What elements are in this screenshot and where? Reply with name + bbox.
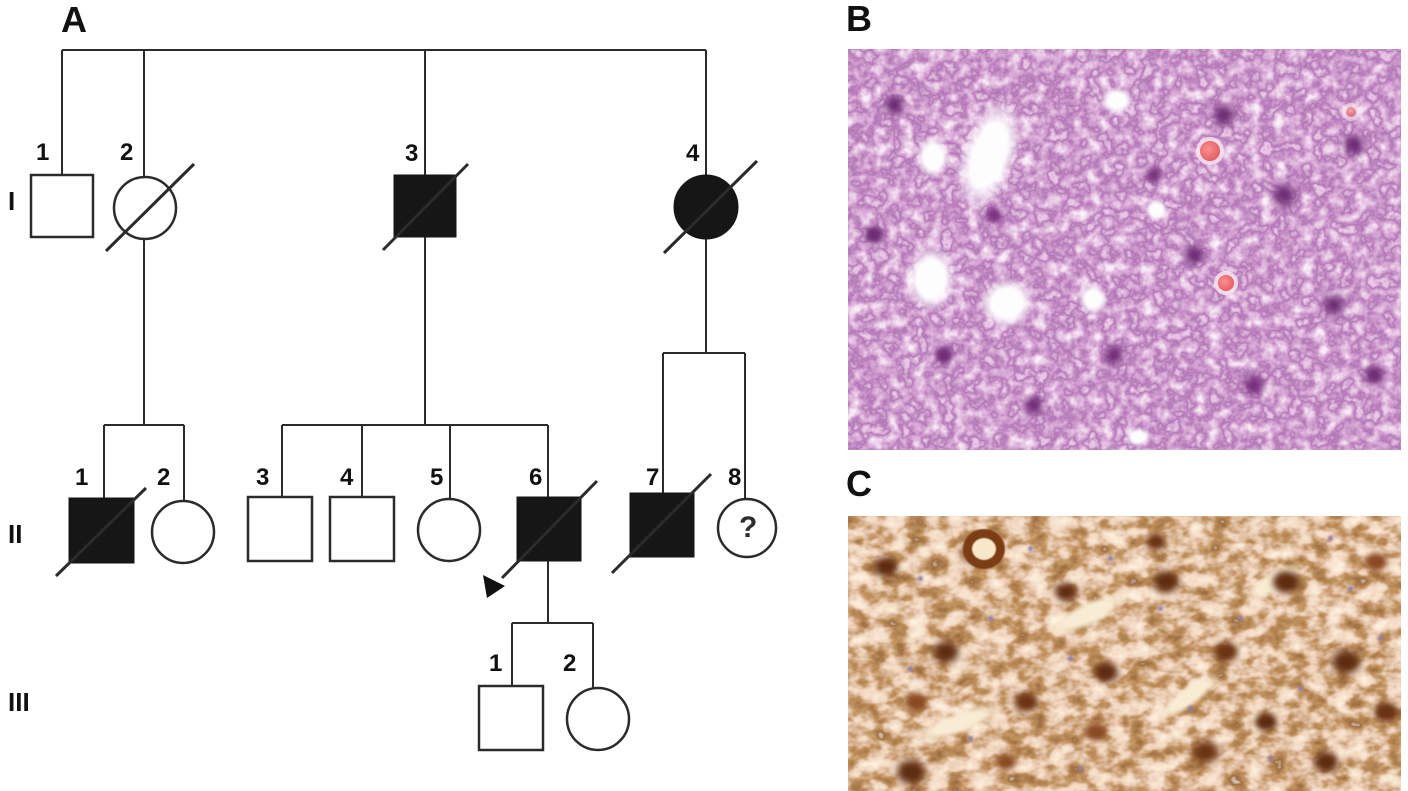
gland-lumen: [1100, 87, 1134, 115]
deceased-slash-icon: [54, 486, 148, 578]
individual-label-II-4: 4: [340, 464, 354, 491]
histology-image-ihc: [848, 516, 1401, 791]
individual-II-8: [716, 497, 778, 559]
generation-label-I: I: [8, 186, 16, 216]
deceased-slash-icon: [500, 479, 599, 580]
individual-II-5: [416, 497, 482, 563]
individual-I-3: [381, 162, 470, 252]
red-blood-cell: [1346, 107, 1356, 117]
individual-I-1: [29, 173, 95, 239]
individual-II-6: [500, 479, 599, 580]
gland-lumen: [1144, 199, 1168, 221]
deceased-slash-icon: [662, 159, 759, 255]
gland-lumen: [915, 135, 951, 179]
proband-arrow-icon: [483, 575, 505, 598]
individual-label-I-4: 4: [686, 140, 700, 167]
panel-c-label: C: [846, 463, 872, 504]
individual-label-III-2: 2: [563, 650, 577, 677]
individual-label-II-1: 1: [75, 464, 89, 491]
individual-II-4: [328, 495, 396, 563]
individual-label-II-7: 7: [646, 464, 660, 491]
red-blood-cell: [1218, 275, 1234, 291]
gland-lumen: [905, 245, 957, 313]
individual-label-I-1: 1: [36, 139, 50, 166]
individual-II-1: [54, 486, 148, 578]
generation-label-III: III: [8, 687, 30, 717]
individual-label-II-6: 6: [529, 464, 543, 491]
individual-label-I-3: 3: [405, 140, 419, 167]
individual-label-II-8: 8: [728, 464, 742, 491]
histology-image-he: [848, 49, 1401, 450]
panel-a-label: A: [61, 0, 87, 40]
individual-II-3: [246, 495, 314, 563]
pedigree-relationship-lines: [61, 49, 746, 689]
individual-II-2: [150, 499, 216, 565]
deceased-slash-icon: [104, 162, 196, 253]
deceased-slash-icon: [610, 472, 713, 575]
generation-label-II: II: [8, 519, 23, 549]
individual-label-III-1: 1: [489, 650, 503, 677]
individual-label-II-3: 3: [256, 464, 270, 491]
individual-I-2: [104, 162, 196, 253]
pedigree-chart: [29, 49, 778, 752]
individual-I-4: [662, 159, 759, 255]
individual-II-7: [610, 472, 713, 575]
red-blood-cell: [1200, 141, 1220, 161]
individual-III-1: [477, 684, 545, 752]
deceased-slash-icon: [381, 162, 470, 252]
gland-lumen: [1125, 427, 1151, 447]
gland-ring: [963, 529, 1005, 569]
individual-III-2: [565, 686, 631, 752]
unknown-status-text: ?: [739, 511, 758, 544]
gland-lumen: [1078, 283, 1108, 315]
nuclei-cluster: [848, 49, 860, 61]
counterstain-nuclei: [848, 516, 853, 521]
individual-label-II-2: 2: [157, 464, 171, 491]
panel-b-label: B: [846, 0, 872, 39]
ihc-stain-texture: [848, 516, 1401, 791]
individual-label-I-2: 2: [120, 139, 134, 166]
individual-label-II-5: 5: [430, 464, 444, 491]
